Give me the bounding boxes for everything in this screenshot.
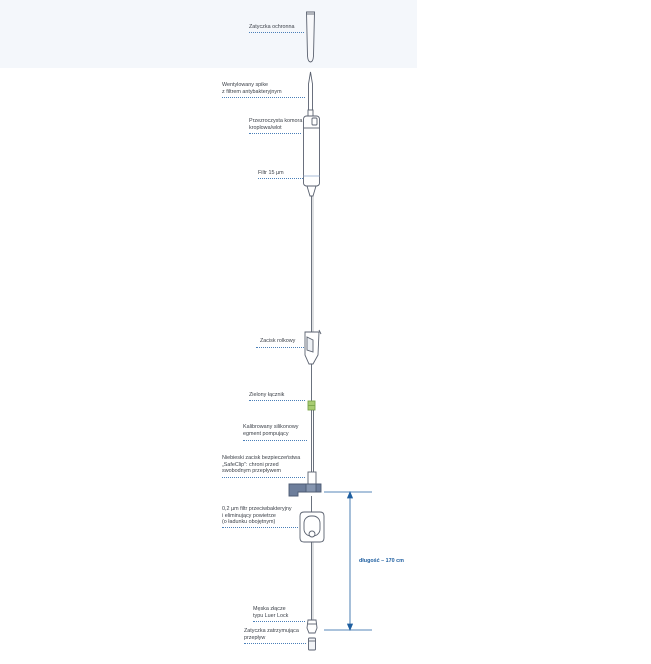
leader-luer-lock xyxy=(253,621,305,622)
label-filter: Filtr 15 µm xyxy=(258,170,284,176)
luer-lock-shape xyxy=(306,619,318,634)
label-safeclip: Niebieski zacisk bezpieczeństwa„SafeClip… xyxy=(222,455,301,475)
label-green-connector: Zielony łącznik xyxy=(249,392,285,398)
spike-shape xyxy=(308,71,313,111)
label-protective-cap: Zatyczka ochronna xyxy=(249,24,295,30)
stop-cap-shape xyxy=(308,637,316,651)
leader-drip-chamber xyxy=(249,133,301,134)
leader-filter xyxy=(258,178,303,179)
leader-protective-cap xyxy=(249,32,304,33)
protective-cap-shape xyxy=(306,11,315,63)
drip-chamber-shape xyxy=(303,115,320,187)
label-roller-clamp: Zacisk rolkowy xyxy=(260,338,296,344)
leader-roller-clamp xyxy=(256,347,304,348)
leader-air-filter xyxy=(222,527,298,528)
length-label: długość – 170 cm xyxy=(359,558,404,564)
leader-spike xyxy=(222,97,305,98)
leader-green-connector xyxy=(249,400,305,401)
top-background-band xyxy=(0,0,417,68)
leader-pump-segment xyxy=(243,440,307,441)
leader-safeclip xyxy=(222,477,305,478)
length-dimension xyxy=(324,490,372,632)
leader-stop-cap xyxy=(244,643,306,644)
